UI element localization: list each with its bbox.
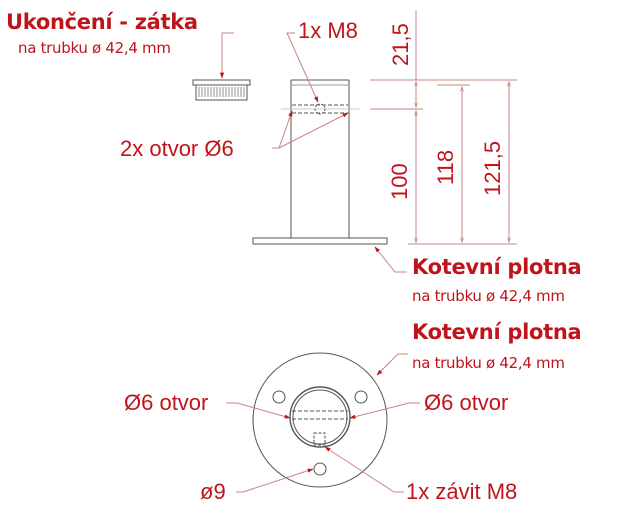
- plate-top-title: Kotevní plotna: [412, 320, 582, 344]
- hole-left-leader: [226, 402, 291, 419]
- mount-hole-leader: [236, 468, 314, 493]
- plate-top-view: [252, 352, 388, 488]
- holes-side-callout: 2x otvor Ø6: [120, 136, 234, 161]
- plate-side-subtitle: na trubku ø 42,4 mm: [412, 287, 565, 305]
- mount-hole-callout: ø9: [200, 479, 226, 504]
- dim-overall: 121,5: [480, 140, 505, 196]
- end-cap-leader: [219, 32, 234, 79]
- thread-top-leader: [324, 446, 404, 493]
- thread-side-leader: [286, 32, 319, 103]
- hole-right-leader: [349, 402, 420, 419]
- holes-side-leader-2: [278, 112, 349, 149]
- hole-right-callout: Ø6 otvor: [424, 390, 509, 415]
- plate-top-leader: [376, 353, 408, 376]
- dimension-lines: [370, 10, 517, 245]
- hole-left-callout: Ø6 otvor: [124, 390, 209, 415]
- end-cap-drawing: [192, 79, 251, 101]
- end-cap-title: Ukončení - zátka: [6, 10, 198, 34]
- end-cap-subtitle: na trubku ø 42,4 mm: [18, 39, 171, 57]
- plate-side-title: Kotevní plotna: [412, 255, 582, 279]
- thread-side-callout: 1x M8: [298, 18, 358, 43]
- dim-tube-height: 100: [387, 163, 412, 200]
- dim-top-offset: 21,5: [388, 23, 413, 66]
- thread-top-callout: 1x závit M8: [406, 479, 518, 504]
- dim-tube-total: 118: [433, 149, 458, 185]
- tube-side-view: [252, 79, 388, 245]
- plate-top-subtitle: na trubku ø 42,4 mm: [412, 354, 565, 372]
- plate-side-leader: [374, 246, 407, 273]
